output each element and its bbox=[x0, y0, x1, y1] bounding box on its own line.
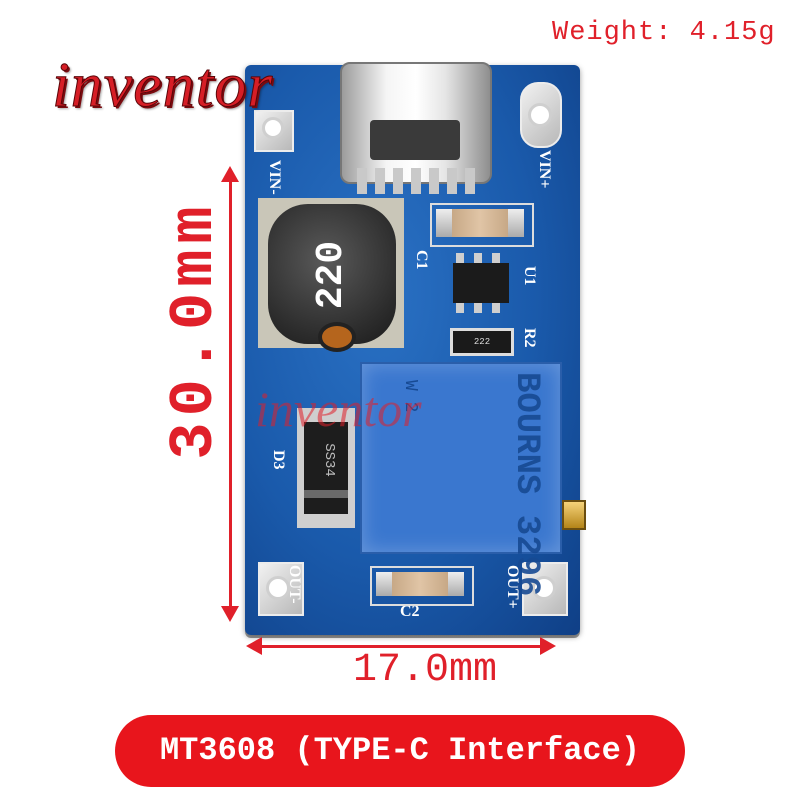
capacitor-c1-body bbox=[452, 209, 508, 237]
dimension-line-vertical bbox=[229, 176, 232, 612]
hole-vin-plus bbox=[528, 103, 552, 127]
silk-d3: D3 bbox=[270, 450, 287, 470]
hole-vin-minus bbox=[262, 117, 284, 139]
pad-vin-minus bbox=[254, 110, 294, 152]
capacitor-c2-pad-right bbox=[448, 572, 464, 596]
capacitor-c1-pad-right bbox=[508, 209, 524, 237]
dimension-arrow-right bbox=[540, 637, 556, 655]
brand-logo: inventor bbox=[51, 49, 274, 121]
diode bbox=[304, 422, 348, 514]
pad-out-plus bbox=[522, 562, 568, 616]
usb-c-port-opening bbox=[370, 120, 460, 160]
capacitor-c1-pad-left bbox=[436, 209, 452, 237]
product-banner bbox=[115, 715, 685, 787]
hole-out-plus bbox=[532, 576, 556, 600]
silk-vin-minus: VIN- bbox=[266, 160, 283, 195]
inductor bbox=[268, 204, 396, 344]
resistor-r2: 222 bbox=[450, 328, 514, 356]
silk-r2: R2 bbox=[521, 328, 538, 348]
product-banner-text: MT3608 (TYPE-C Interface) bbox=[159, 732, 641, 769]
watermark-overlay: inventor bbox=[255, 381, 422, 437]
silk-u1: U1 bbox=[521, 266, 538, 286]
weight-label: Weight: 4.15g bbox=[552, 18, 776, 48]
dimension-arrow-bottom bbox=[221, 606, 239, 622]
ic-u1-pins-bottom bbox=[456, 303, 506, 313]
potentiometer-marking: BOURNS 3296 bbox=[507, 372, 545, 597]
ic-u1 bbox=[453, 263, 509, 303]
dimension-arrow-top bbox=[221, 166, 239, 182]
diode-band bbox=[304, 490, 348, 498]
pad-out-minus bbox=[258, 562, 304, 616]
silk-vin-plus: VIN+ bbox=[536, 150, 553, 189]
capacitor-c2-body bbox=[392, 572, 448, 596]
dimension-arrow-left bbox=[246, 637, 262, 655]
silk-out-minus: OUT- bbox=[286, 565, 303, 604]
silk-c1: C1 bbox=[413, 250, 430, 270]
silk-c2: C2 bbox=[400, 603, 420, 620]
potentiometer bbox=[360, 362, 562, 554]
dimension-line-horizontal bbox=[258, 645, 546, 648]
dimension-height-label: 30.0mm bbox=[159, 200, 230, 460]
usb-c-pins bbox=[357, 168, 477, 194]
inductor-wire bbox=[318, 322, 356, 352]
dimension-width-label: 17.0mm bbox=[352, 648, 498, 693]
hole-out-minus bbox=[266, 576, 290, 600]
ic-u1-pins-top bbox=[456, 253, 506, 263]
capacitor-c2 bbox=[370, 566, 474, 606]
capacitor-c2-pad-left bbox=[376, 572, 392, 596]
resistor-marking: 222 bbox=[473, 337, 491, 347]
capacitor-c1 bbox=[430, 203, 534, 247]
potentiometer-screw bbox=[562, 500, 586, 530]
